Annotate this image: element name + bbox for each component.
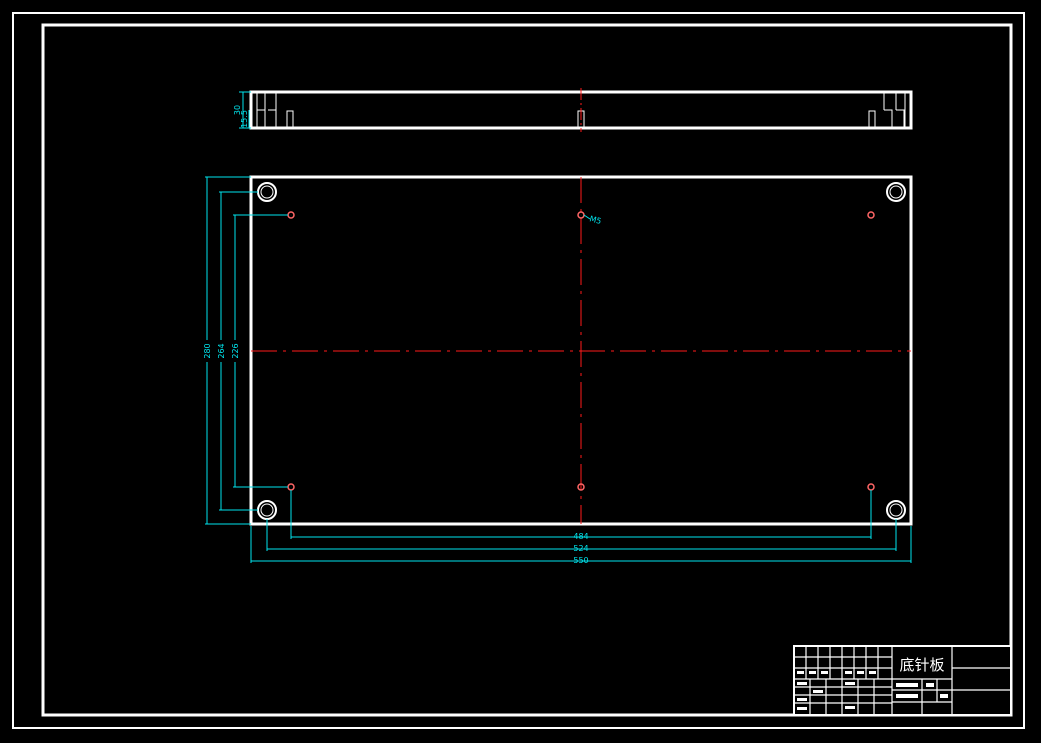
corner-hole <box>886 500 906 520</box>
horizontal-dimensions <box>250 490 912 563</box>
side-feature-line <box>896 109 905 127</box>
height-outer-dim: 280 <box>203 343 212 358</box>
side-view: 30 15.5 <box>233 88 913 132</box>
side-thickness-dim: 30 <box>233 105 242 115</box>
thread-leader <box>583 214 591 220</box>
corner-hole <box>257 182 277 202</box>
height-mid-dim: 264 <box>217 343 226 358</box>
side-feature-line <box>257 109 266 127</box>
threaded-hole <box>867 211 875 219</box>
part-name: 底针板 <box>899 656 944 674</box>
height-inner-dim: 226 <box>231 343 240 358</box>
threaded-hole <box>287 211 295 219</box>
threaded-hole <box>287 483 295 491</box>
dim-text-gap <box>202 340 212 362</box>
side-depth-dim: 15.5 <box>240 110 249 128</box>
side-feature-line <box>884 109 893 127</box>
outer-border <box>12 12 1025 729</box>
title-block-grid <box>794 646 1011 715</box>
side-pin <box>868 110 876 128</box>
thread-callout: M5 <box>588 214 602 226</box>
threaded-hole <box>577 483 585 491</box>
threaded-hole <box>867 483 875 491</box>
threaded-hole <box>577 211 585 219</box>
corner-hole <box>257 500 277 520</box>
width-mid-dim: 524 <box>573 544 588 553</box>
dim-text-gap <box>216 340 226 362</box>
side-feature-line <box>268 109 277 127</box>
inner-border <box>41 23 1013 717</box>
dim-text-gap <box>230 340 240 362</box>
corner-hole <box>886 182 906 202</box>
side-pin <box>286 110 294 128</box>
width-outer-dim: 550 <box>573 556 588 565</box>
title-block: 底针板 <box>793 645 1012 716</box>
top-view: M5 280 264 226 <box>202 175 913 565</box>
width-inner-dim: 484 <box>573 532 588 541</box>
title-block-labels <box>797 671 948 710</box>
